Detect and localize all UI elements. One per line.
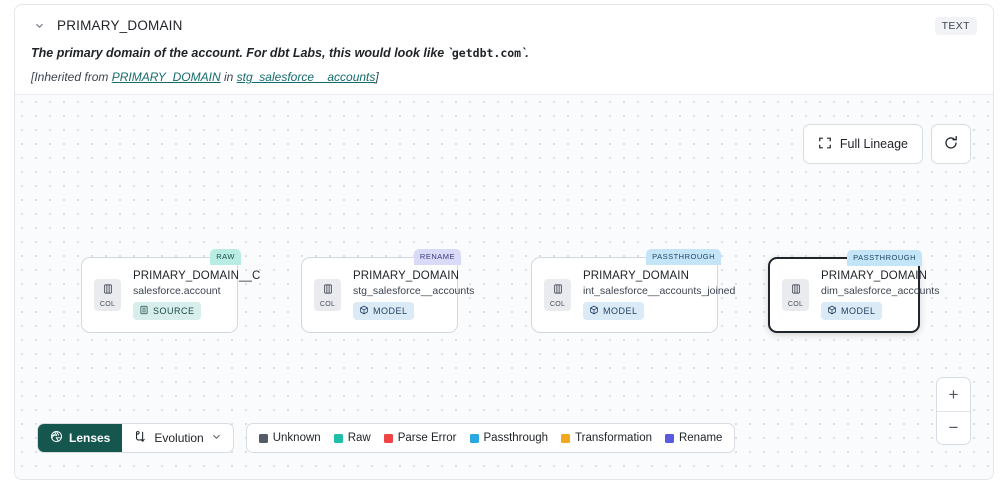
inherited-column-link[interactable]: PRIMARY_DOMAIN xyxy=(111,70,221,85)
node-column-name: PRIMARY_DOMAIN xyxy=(821,270,927,282)
legend-item[interactable]: Transformation xyxy=(561,432,652,444)
description-suffix: `. xyxy=(521,46,529,60)
legend-swatch xyxy=(469,433,479,443)
node-table-name: int_salesforce__accounts_joined xyxy=(583,285,736,297)
node-table-name: salesforce.account xyxy=(133,285,221,297)
cube-icon xyxy=(589,305,599,317)
node-kind-badge: MODEL xyxy=(353,302,414,320)
full-lineage-button[interactable]: Full Lineage xyxy=(802,124,923,164)
inherited-from-note: [Inherited from PRIMARY_DOMAIN in stg_sa… xyxy=(31,70,977,84)
column-type-chip: COL xyxy=(94,279,121,311)
column-type-chip: COL xyxy=(314,279,341,311)
inherited-suffix: ] xyxy=(375,70,379,85)
lineage-node[interactable]: RAW COL PRIMARY_DOMAIN__C salesforce.accoun… xyxy=(81,249,260,333)
legend-swatch xyxy=(561,433,571,443)
legend-item[interactable]: Raw xyxy=(333,432,371,444)
column-chip-label: COL xyxy=(99,301,116,308)
legend-label: Transformation xyxy=(575,432,652,444)
panel-header: PRIMARY_DOMAIN TEXT The primary domain o… xyxy=(15,5,993,95)
lineage-node[interactable]: PASSTHROUGH COL PRIMARY_DOMAIN int_salesfor… xyxy=(531,249,735,333)
node-body: PRIMARY_DOMAIN int_salesforce__accounts_j… xyxy=(583,270,735,320)
inherited-mid: in xyxy=(220,70,237,85)
column-detail-panel: PRIMARY_DOMAIN TEXT The primary domain o… xyxy=(14,4,994,480)
column-icon xyxy=(790,282,802,300)
refresh-icon xyxy=(943,135,959,154)
node-transformation-tag: PASSTHROUGH xyxy=(847,250,922,266)
column-type-chip: COL xyxy=(544,279,571,311)
node-kind-label: MODEL xyxy=(841,306,876,316)
refresh-button[interactable] xyxy=(931,124,971,164)
column-icon xyxy=(322,282,334,300)
node-transformation-tag: PASSTHROUGH xyxy=(646,249,721,265)
inherited-model-link[interactable]: stg_salesforce__accounts xyxy=(236,70,376,85)
zoom-controls: + − xyxy=(936,377,971,445)
lineage-edges xyxy=(15,95,315,245)
evolution-label: Evolution xyxy=(154,431,204,445)
column-description: The primary domain of the account. For d… xyxy=(31,44,977,62)
legend-swatch xyxy=(333,433,343,443)
canvas-bottom-bar: Lenses Evolution Unknown Raw Parse Error Pa… xyxy=(37,423,736,453)
legend-label: Passthrough xyxy=(483,432,549,444)
inherited-prefix: [Inherited from xyxy=(31,70,112,85)
zoom-out-button[interactable]: − xyxy=(937,411,970,444)
type-badge: TEXT xyxy=(934,17,977,35)
lineage-node[interactable]: RENAME COL PRIMARY_DOMAIN stg_salesforce__a… xyxy=(301,249,474,333)
node-kind-badge: MODEL xyxy=(821,302,882,320)
lenses-label: Lenses xyxy=(69,431,111,445)
database-icon xyxy=(139,305,149,317)
description-code: getdbt.com xyxy=(451,46,522,60)
node-table-name: stg_salesforce__accounts xyxy=(353,285,475,297)
legend-label: Parse Error xyxy=(397,432,457,444)
node-column-name: PRIMARY_DOMAIN__C xyxy=(133,270,261,282)
page-title: PRIMARY_DOMAIN xyxy=(57,17,183,33)
legend-label: Unknown xyxy=(272,432,321,444)
lenses-button[interactable]: Lenses xyxy=(38,424,123,452)
legend-label: Raw xyxy=(347,432,371,444)
description-prefix: The primary domain of the account. For d… xyxy=(31,46,452,60)
node-kind-label: MODEL xyxy=(603,306,638,316)
node-kind-label: MODEL xyxy=(373,306,408,316)
lineage-node[interactable]: PASSTHROUGH COL PRIMARY_DOMAIN dim_salesfor… xyxy=(768,250,939,333)
aperture-icon xyxy=(50,430,63,446)
legend-item[interactable]: Parse Error xyxy=(383,432,457,444)
node-transformation-tag: RENAME xyxy=(413,249,461,265)
legend-swatch xyxy=(664,433,674,443)
column-type-chip: COL xyxy=(782,279,809,311)
expand-icon xyxy=(818,136,832,153)
chevron-down-icon xyxy=(211,431,222,445)
lineage-canvas[interactable]: Full Lineage + − RAW COL PRIMARY_DOMAIN__C… xyxy=(15,94,993,479)
full-lineage-label: Full Lineage xyxy=(839,137,908,151)
node-column-name: PRIMARY_DOMAIN xyxy=(353,270,459,282)
column-chip-label: COL xyxy=(787,301,804,308)
column-chip-label: COL xyxy=(319,301,336,308)
node-kind-label: SOURCE xyxy=(153,306,195,316)
node-transformation-tag: RAW xyxy=(210,249,241,265)
legend-item[interactable]: Rename xyxy=(664,432,723,444)
column-icon xyxy=(102,282,114,300)
node-kind-badge: MODEL xyxy=(583,302,644,320)
lenses-group: Lenses Evolution xyxy=(37,423,234,453)
cube-icon xyxy=(827,305,837,317)
evolution-dropdown[interactable]: Evolution xyxy=(122,424,232,452)
node-column-name: PRIMARY_DOMAIN xyxy=(583,270,689,282)
lineage-icon xyxy=(133,430,147,447)
chevron-down-icon[interactable] xyxy=(31,17,47,33)
legend-item[interactable]: Unknown xyxy=(258,432,321,444)
node-table-name: dim_salesforce_accounts xyxy=(821,285,940,297)
column-chip-label: COL xyxy=(549,301,566,308)
title-row: PRIMARY_DOMAIN xyxy=(31,17,977,33)
zoom-in-button[interactable]: + xyxy=(948,384,959,404)
legend-item[interactable]: Passthrough xyxy=(469,432,549,444)
canvas-top-controls: Full Lineage xyxy=(802,124,971,164)
legend-swatch xyxy=(258,433,268,443)
node-kind-badge: SOURCE xyxy=(133,302,201,320)
legend-label: Rename xyxy=(678,432,723,444)
lineage-legend: Unknown Raw Parse Error Passthrough Transfor… xyxy=(245,423,736,453)
cube-icon xyxy=(359,305,369,317)
legend-swatch xyxy=(383,433,393,443)
column-icon xyxy=(552,282,564,300)
